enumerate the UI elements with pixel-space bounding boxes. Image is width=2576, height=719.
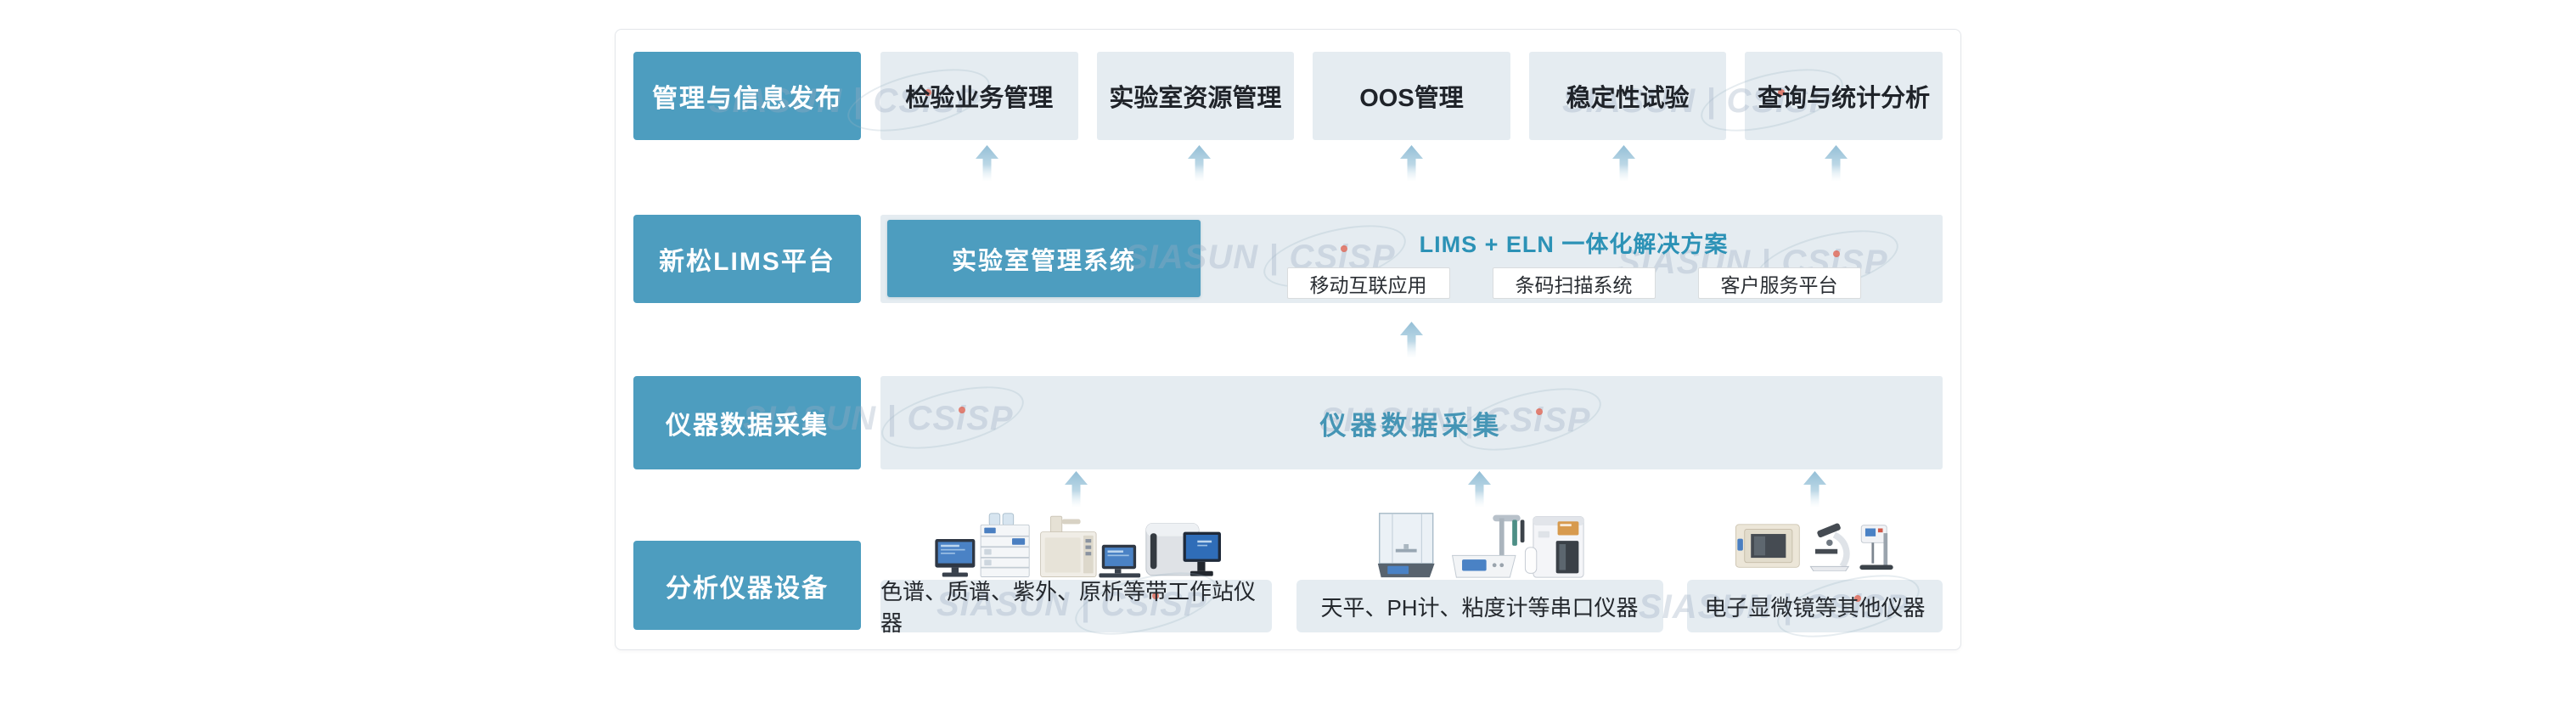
up-arrow-icon [880, 143, 1093, 181]
tier-label-management: 管理与信息发布 [633, 52, 861, 140]
instrument-group-serial: 天平、PH计、粘度计等串口仪器 [1296, 508, 1663, 632]
up-arrow-icon [1093, 143, 1305, 181]
tier-instruments: 分析仪器设备 [616, 508, 1960, 636]
tier-platform: 新松LIMS平台 实验室管理系统 LIMS + ELN 一体化解决方案 移动互联… [616, 215, 1960, 303]
tier-management: 管理与信息发布 检验业务管理 实验室资源管理 OOS管理 稳定性试验 查询与统计… [616, 52, 1960, 140]
sub-systems: 移动互联应用 条码扫描系统 客户服务平台 [1286, 267, 1861, 299]
instrument-group-other: 电子显微镜等其他仪器 [1687, 508, 1943, 632]
chromatography-ms-uv-workstation-instruments-icon [880, 512, 1272, 580]
tier-label-text: 分析仪器设备 [666, 574, 829, 603]
tier-label-text: 新松LIMS平台 [659, 248, 835, 276]
subsystem-customer-service: 客户服务平台 [1697, 267, 1861, 299]
up-arrow-icon [1518, 143, 1730, 181]
core-system-box: 实验室管理系统 [887, 220, 1201, 297]
module-label: 检验业务管理 [905, 85, 1054, 112]
acquisition-band-text: 仪器数据采集 [1319, 410, 1504, 441]
tier-label-platform: 新松LIMS平台 [633, 215, 861, 303]
module-stability-test: 稳定性试验 [1528, 52, 1727, 140]
up-arrow-icon [1296, 471, 1663, 507]
arrow-zone-instruments-to-acquisition [616, 466, 1960, 507]
up-arrow-icon [1400, 322, 1423, 357]
core-system-label: 实验室管理系统 [951, 247, 1136, 275]
up-arrow-icon [1305, 143, 1517, 181]
instrument-group-workstation: 色谱、质谱、紫外、原析等带工作站仪器 [880, 508, 1272, 636]
tier-label-acquisition: 仪器数据采集 [633, 376, 861, 469]
subsystem-barcode-scan: 条码扫描系统 [1492, 267, 1656, 299]
solution-section: LIMS + ELN 一体化解决方案 移动互联应用 条码扫描系统 客户服务平台 [1212, 215, 1936, 303]
lims-architecture-diagram-panel: SIASUN | CSiSP SIASUN | CSiSP SIASUN | C… [615, 29, 1961, 650]
arrow-zone-platform-to-management [616, 143, 1960, 213]
up-arrow-icon [1730, 143, 1943, 181]
instrument-group-caption: 电子显微镜等其他仪器 [1687, 580, 1943, 632]
module-lab-resources: 实验室资源管理 [1096, 52, 1295, 140]
arrow-zone-acquisition-to-platform [616, 303, 1960, 376]
management-modules: 检验业务管理 实验室资源管理 OOS管理 稳定性试验 查询与统计分析 [880, 52, 1943, 140]
module-inspection-business: 检验业务管理 [880, 52, 1078, 140]
caption-text: 天平、PH计、粘度计等串口仪器 [1320, 594, 1639, 621]
instrument-group-caption: 天平、PH计、粘度计等串口仪器 [1296, 580, 1663, 632]
module-label: 稳定性试验 [1566, 85, 1690, 112]
tier-acquisition: 仪器数据采集 仪器数据采集 [616, 376, 1960, 469]
up-arrow-icon [1687, 471, 1943, 507]
solution-title: LIMS + ELN 一体化解决方案 [1419, 232, 1729, 257]
tier-label-text: 管理与信息发布 [652, 85, 842, 113]
tier-label-text: 仪器数据采集 [666, 412, 829, 440]
balance-ph-viscometer-serial-instruments-icon [1296, 508, 1663, 580]
module-label: 实验室资源管理 [1109, 85, 1282, 112]
module-query-statistics: 查询与统计分析 [1745, 52, 1943, 140]
module-oos: OOS管理 [1313, 52, 1510, 140]
subsystem-mobile-app: 移动互联应用 [1286, 267, 1450, 299]
module-label: 查询与统计分析 [1758, 85, 1931, 112]
platform-container: 实验室管理系统 LIMS + ELN 一体化解决方案 移动互联应用 条码扫描系统… [880, 215, 1943, 303]
up-arrow-icon [880, 471, 1272, 507]
acquisition-band: 仪器数据采集 [880, 376, 1943, 469]
tier-label-instruments: 分析仪器设备 [633, 541, 861, 630]
module-label: OOS管理 [1359, 85, 1464, 112]
caption-text: 色谱、质谱、紫外、原析等带工作站仪器 [880, 579, 1257, 636]
electron-microscope-other-instruments-icon [1687, 522, 1943, 571]
instrument-group-caption: 色谱、质谱、紫外、原析等带工作站仪器 [880, 579, 1272, 636]
caption-text: 电子显微镜等其他仪器 [1704, 594, 1926, 621]
